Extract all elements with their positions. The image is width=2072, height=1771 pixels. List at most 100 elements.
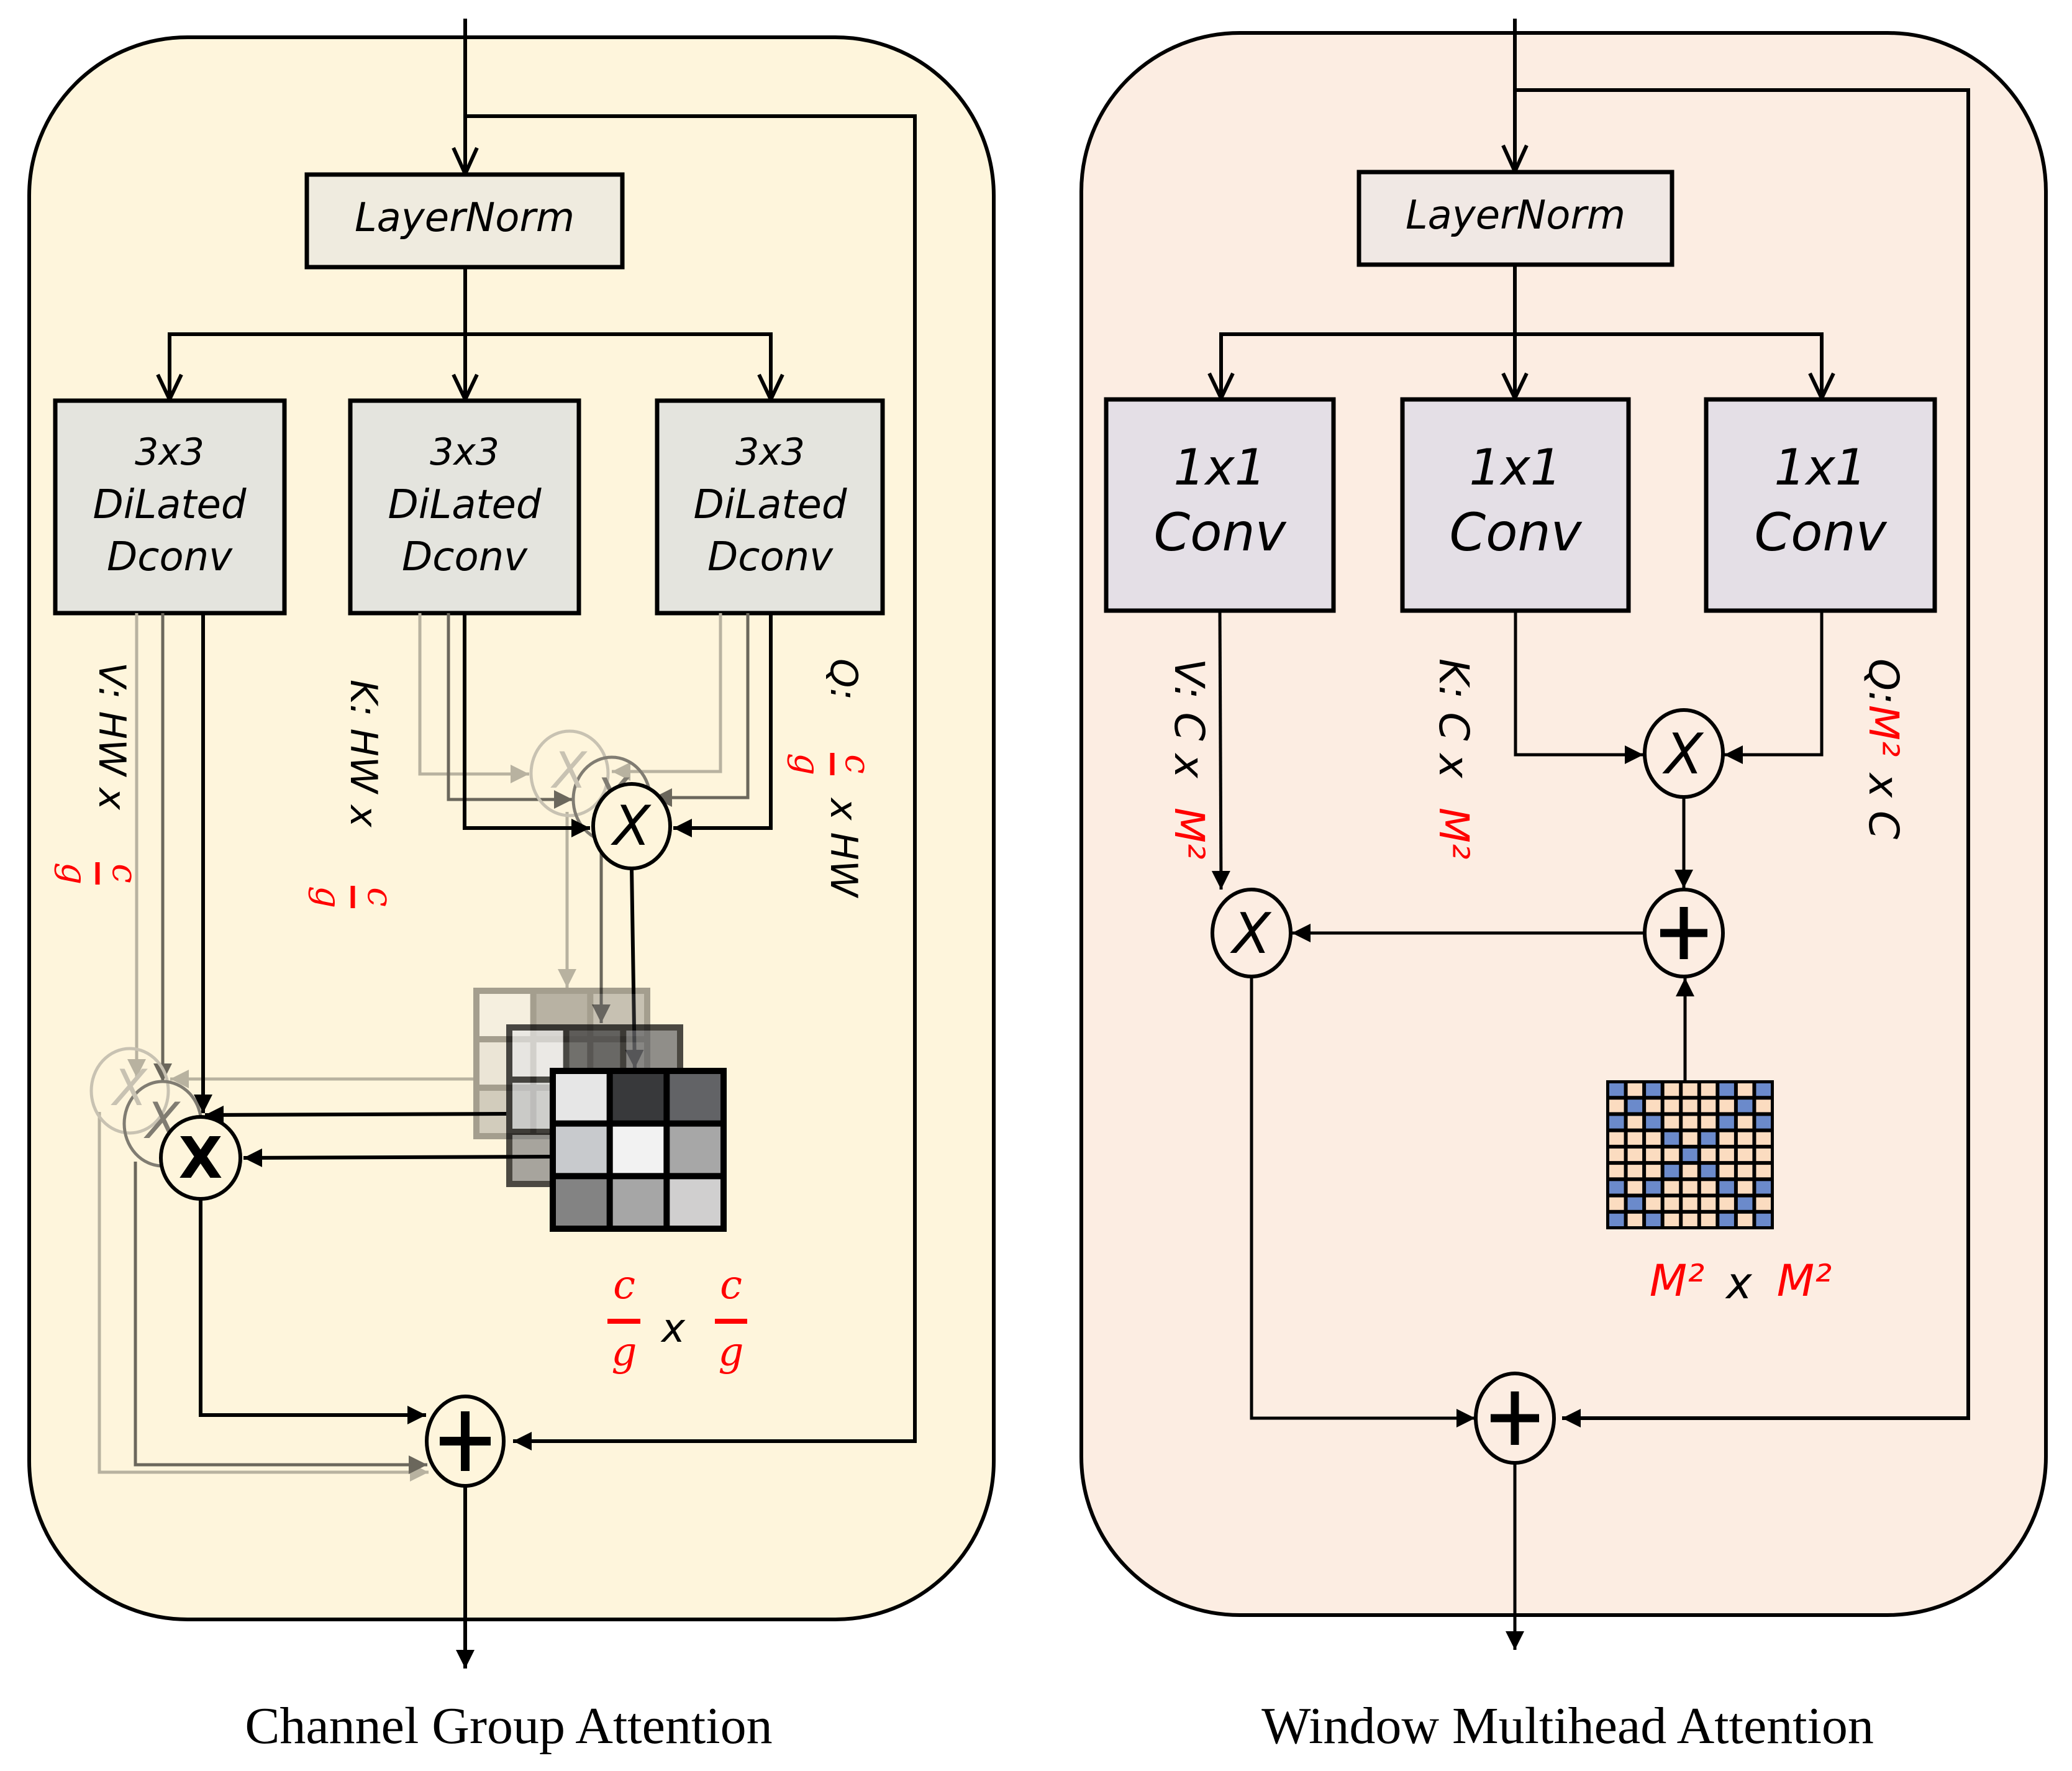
mask-cell [1683,1132,1697,1145]
group-connections-mid [134,613,750,1474]
channel-group-attention-panel: LayerNorm 3x3 DiLated Dconv 3x3 DiLated … [27,19,996,1755]
mask-cell [1701,1148,1716,1162]
block-label-line: Conv [1450,502,1583,563]
mask-cell [1737,1099,1753,1113]
mask-cell [1609,1165,1624,1178]
mask-cell [1646,1197,1661,1210]
attention-map-cell [612,1179,664,1226]
panel-caption: Channel Group Attention [245,1697,772,1755]
fraction-numerator: c [360,887,400,906]
v-shape-label: V: C x M² [1165,658,1213,859]
mask-cell [1609,1197,1624,1210]
mask-cell [1627,1197,1643,1210]
multiply-glyph: X [179,1125,223,1191]
block-label-line: 3x3 [430,430,499,474]
block-label-line: Conv [1755,502,1888,563]
layernorm-label: LayerNorm [355,195,575,241]
mask-cell [1683,1099,1697,1113]
mask-cell [1609,1083,1624,1096]
mask-cell [1627,1083,1643,1096]
attention-map-layer [550,1068,727,1232]
label-dim: M² [1165,808,1213,859]
dilated-dconv-block-q: 3x3 DiLated Dconv [655,398,885,616]
mask-cell [1627,1181,1643,1194]
mask-cell [1737,1213,1753,1226]
mask-cell [1701,1165,1716,1178]
label-text: x C [1860,772,1907,839]
mask-cell [1701,1116,1716,1129]
mask-cell [1664,1083,1679,1096]
mask-cell [1646,1165,1661,1178]
mask-cell [1683,1083,1697,1096]
position-bias-mask [1606,1080,1774,1229]
attention-map-cell [556,1126,607,1173]
mask-cell [1609,1213,1624,1226]
mask-cell [1627,1148,1643,1162]
mask-cell [1756,1181,1771,1194]
mask-cell [1719,1099,1734,1113]
mask-cell [1719,1132,1734,1145]
layernorm-block: LayerNorm [1356,170,1674,267]
mask-cell [1646,1083,1661,1096]
mask-cell [1627,1165,1643,1178]
label-text: x HW [822,797,865,899]
mask-cell [1609,1181,1624,1194]
mask-cell [1756,1148,1771,1162]
mask-cell [1701,1181,1716,1194]
mask-cell [1664,1181,1679,1194]
mask-cell [1756,1132,1771,1145]
layernorm-block: LayerNorm [304,172,625,270]
mask-cell [1756,1165,1771,1178]
layernorm-label: LayerNorm [1406,193,1625,239]
mask-cell [1627,1099,1643,1113]
multiply-glyph: X [1230,901,1272,967]
mask-cell [1646,1132,1661,1145]
mask-cell [1737,1181,1753,1194]
mask-cell [1627,1132,1643,1145]
mask-cell [1683,1181,1697,1194]
k-shape-label: K: HW x c g [307,680,400,908]
mask-cell [1719,1165,1734,1178]
group-connections-light [98,613,722,1482]
fraction-denominator: g [612,1329,637,1375]
label-text: V: HW x [90,662,134,810]
add-op-residual [1474,1372,1556,1465]
attention-map-cell [612,1126,664,1173]
times-sign: x [660,1306,686,1352]
mask-cell [1683,1116,1697,1129]
mask-cell [1701,1132,1716,1145]
mask-cell [1664,1213,1679,1226]
mask-cell [1701,1197,1716,1210]
mask-cell [1627,1213,1643,1226]
label-text: Q: [822,658,865,700]
dilated-dconv-block-k: 3x3 DiLated Dconv [348,398,581,616]
mask-cell [1719,1148,1734,1162]
multiply-op-qk: X [1643,708,1725,799]
v-shape-label: V: HW x c g [53,662,145,885]
fraction-denominator: g [53,862,94,885]
mask-cell [1719,1181,1734,1194]
attention-map-cell [670,1126,720,1173]
window-multihead-attention-panel: LayerNorm 1x1 Conv 1x1 Conv 1x1 Conv [1079,19,2048,1755]
mask-cell [1756,1116,1771,1129]
label-text: K: HW x [342,680,385,827]
add-op-residual [425,1395,506,1488]
conv1x1-block-v: 1x1 Conv [1104,397,1336,613]
multiply-op-qk: X [591,782,672,870]
mask-cell [1719,1116,1734,1129]
mask-cell [1701,1213,1716,1226]
attention-map-size-label: c g x c g [607,1262,747,1375]
mask-cell [1737,1165,1753,1178]
conv1x1-block-q: 1x1 Conv [1704,397,1937,613]
mask-cell [1737,1116,1753,1129]
v-connections [194,613,550,1424]
mask-cell [1664,1099,1679,1113]
wmsa-connections [1211,610,1824,1650]
mask-cell [1737,1148,1753,1162]
mask-cell [1646,1148,1661,1162]
mask-cell [1737,1197,1753,1210]
block-label-line: Dconv [107,534,233,580]
mask-cell [1664,1148,1679,1162]
mask-cell [1646,1116,1661,1129]
q-shape-label: Q: c g x HW [786,658,878,899]
